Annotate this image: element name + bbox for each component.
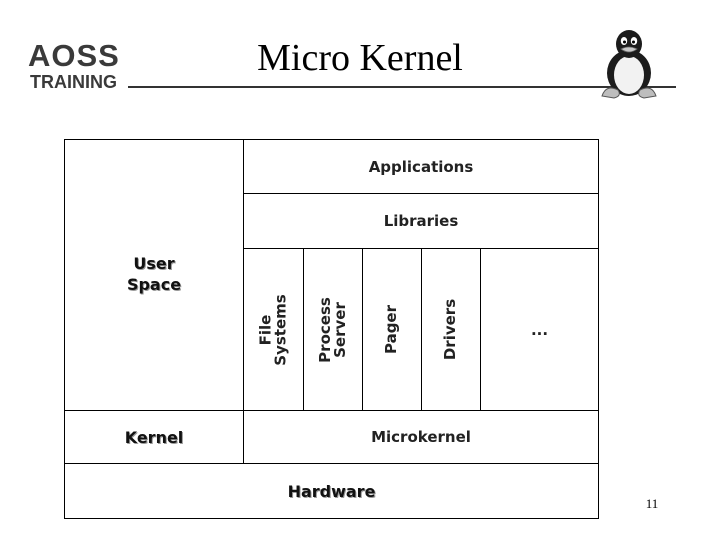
file-systems-cell: File Systems [243, 248, 304, 411]
microkernel-cell: Microkernel [243, 410, 599, 464]
pager-cell: Pager [362, 248, 422, 411]
user-space-label-line2: Space [126, 275, 182, 294]
more-servers-cell: ... [480, 248, 599, 411]
microkernel-label: Microkernel [371, 428, 471, 446]
process-server-label-line2: Server [331, 301, 349, 358]
slide-title: Micro Kernel [257, 37, 463, 79]
libraries-cell: Libraries [243, 193, 599, 249]
kernel-label: Kernel [124, 427, 184, 447]
file-systems-label-line2: Systems [271, 293, 290, 366]
logo-aoss: AOSS [28, 38, 120, 73]
title-underline [128, 86, 676, 88]
user-space-label-line1: User [133, 254, 175, 273]
process-server-cell: Process Server [303, 248, 363, 411]
tux-penguin-icon [601, 30, 657, 99]
drivers-label: Drivers [441, 298, 460, 361]
applications-label: Applications [368, 157, 474, 176]
logo-training: TRAINING [30, 72, 117, 92]
user-space-cell: User Space [64, 139, 244, 411]
page-number: 11 [645, 496, 659, 511]
more-servers-label: ... [530, 320, 549, 339]
applications-cell: Applications [243, 139, 599, 194]
kernel-cell: Kernel [64, 410, 244, 464]
pager-label: Pager [382, 304, 401, 355]
drivers-cell: Drivers [421, 248, 481, 411]
libraries-label: Libraries [383, 212, 459, 230]
hardware-cell: Hardware [64, 463, 599, 519]
hardware-label: Hardware [287, 481, 376, 501]
